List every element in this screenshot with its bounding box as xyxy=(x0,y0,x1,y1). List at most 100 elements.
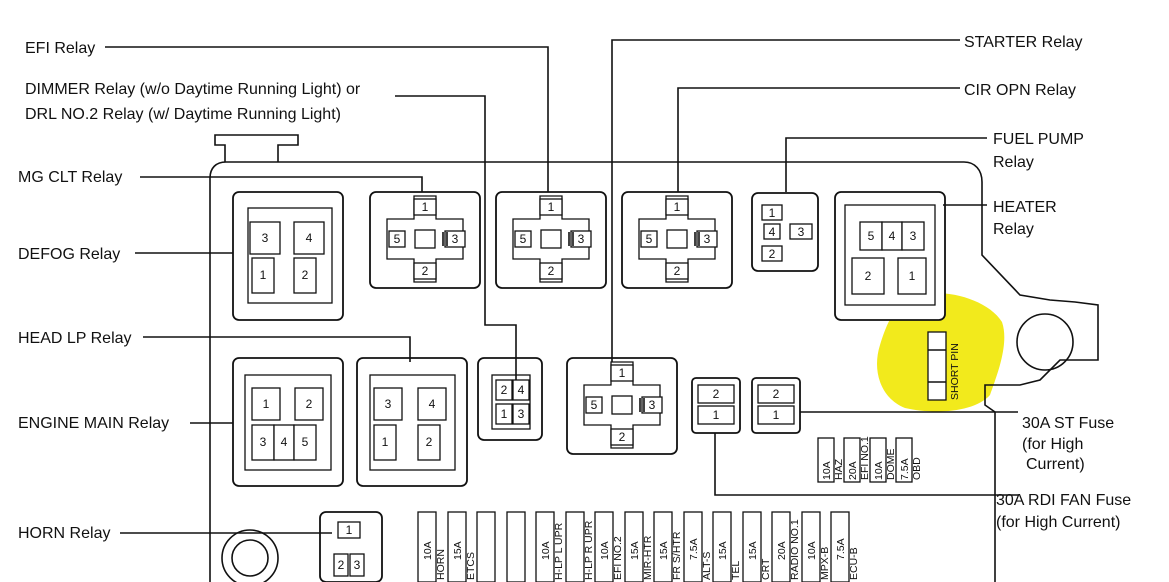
pin: 1 xyxy=(713,408,720,422)
dimmer-relay-socket: 2 4 1 3 xyxy=(477,357,543,441)
pin: 1 xyxy=(260,268,267,282)
fuse-amp: 15A xyxy=(747,541,759,560)
mg-clt-relay-label: MG CLT Relay xyxy=(18,169,122,186)
pin: 1 xyxy=(909,269,916,283)
pin: 4 xyxy=(429,397,436,411)
pin: 2 xyxy=(713,387,720,401)
fuse-name: EFI NO.1 xyxy=(859,436,871,480)
engine-main-relay-socket: 1 2 3 4 5 xyxy=(232,357,344,487)
labels: EFI Relay DIMMER Relay (w/o Daytime Runn… xyxy=(18,34,1131,542)
pin: 5 xyxy=(302,435,309,449)
st-fuse-label: 30A ST Fuse xyxy=(1022,415,1114,432)
head-lp-relay-socket: 3 4 1 2 xyxy=(356,357,468,487)
fuse-amp: 10A xyxy=(821,461,833,480)
fuse-name: ECU-B xyxy=(848,547,860,580)
fuse-name: TEL xyxy=(730,561,742,580)
fuel-pump-label-2: Relay xyxy=(993,154,1034,171)
pin: 1 xyxy=(619,366,626,380)
short-pin-label: SHORT PIN xyxy=(949,343,961,400)
fuse-amp: 7.5A xyxy=(835,538,847,560)
fuse-name: ALT-S xyxy=(701,552,713,580)
pin: 1 xyxy=(263,397,270,411)
efi-relay-label: EFI Relay xyxy=(25,40,95,57)
pin: 5 xyxy=(868,229,875,243)
pin: 3 xyxy=(649,398,656,412)
housing-tab xyxy=(214,134,299,162)
pin: 1 xyxy=(501,407,508,421)
fuse-box-housing xyxy=(209,161,1099,582)
fuse-name: MIR-HTR xyxy=(642,535,654,580)
heater-label: HEATER xyxy=(993,199,1057,216)
pin: 3 xyxy=(704,232,711,246)
fuse-name: H-LP R UPR xyxy=(583,520,595,580)
fuse-name: MPX-B xyxy=(819,547,831,580)
high-current-fuse-rdi: 2 1 xyxy=(751,377,801,434)
bolt-hole-inner xyxy=(231,539,269,577)
rdi-fuse-label-2: (for High Current) xyxy=(996,514,1120,531)
fuse-slot: H-LP R UPR xyxy=(565,511,595,582)
defog-relay-socket: 3 4 1 2 xyxy=(232,191,344,321)
pin: 2 xyxy=(426,435,433,449)
fuse-name: ETCS xyxy=(465,552,477,580)
fuse-name: H-LP L UPR xyxy=(553,522,565,580)
fuel-pump-label: FUEL PUMP xyxy=(993,131,1084,148)
fuse-name: CRT xyxy=(760,558,772,580)
fuse-amp: 10A xyxy=(873,461,885,480)
pin: 1 xyxy=(769,206,776,220)
pin: 2 xyxy=(302,268,309,282)
pin: 1 xyxy=(773,408,780,422)
fuse-amp: 20A xyxy=(776,541,788,560)
fuse-name: OBD xyxy=(911,457,923,480)
starter-relay-label: STARTER Relay xyxy=(964,34,1083,51)
pin: 2 xyxy=(306,397,313,411)
pin: 4 xyxy=(889,229,896,243)
pin: 5 xyxy=(646,232,653,246)
pin: 4 xyxy=(306,231,313,245)
pin: 2 xyxy=(674,264,681,278)
horn-relay-label: HORN Relay xyxy=(18,525,110,542)
fuse-name: EFI NO.2 xyxy=(612,536,624,580)
pin: 4 xyxy=(518,383,525,397)
fuse-name: HORN xyxy=(435,549,447,580)
fuse-amp: 15A xyxy=(629,541,641,560)
pin: 2 xyxy=(773,387,780,401)
pin: 1 xyxy=(422,200,429,214)
pin: 1 xyxy=(548,200,555,214)
rdi-fuse-label: 30A RDI FAN Fuse xyxy=(996,492,1131,509)
engine-main-relay-label: ENGINE MAIN Relay xyxy=(18,415,169,432)
heater-relay-socket: 5 4 3 2 1 xyxy=(834,191,946,321)
pin: 2 xyxy=(865,269,872,283)
heater-label-2: Relay xyxy=(993,221,1034,238)
pin: 5 xyxy=(520,232,527,246)
pin: 2 xyxy=(338,558,345,572)
pin: 1 xyxy=(346,523,353,537)
fuse-name: HAZ xyxy=(833,458,845,480)
head-lp-relay-label: HEAD LP Relay xyxy=(18,330,132,347)
pin: 3 xyxy=(518,407,525,421)
bolt-hole xyxy=(1016,313,1074,371)
fuse-amp: 20A xyxy=(847,461,859,480)
pin: 5 xyxy=(591,398,598,412)
pin: 2 xyxy=(548,264,555,278)
st-fuse-label-3: Current) xyxy=(1026,456,1085,473)
fuse-slot xyxy=(476,511,496,582)
high-current-fuse-st: 2 1 xyxy=(691,377,741,434)
